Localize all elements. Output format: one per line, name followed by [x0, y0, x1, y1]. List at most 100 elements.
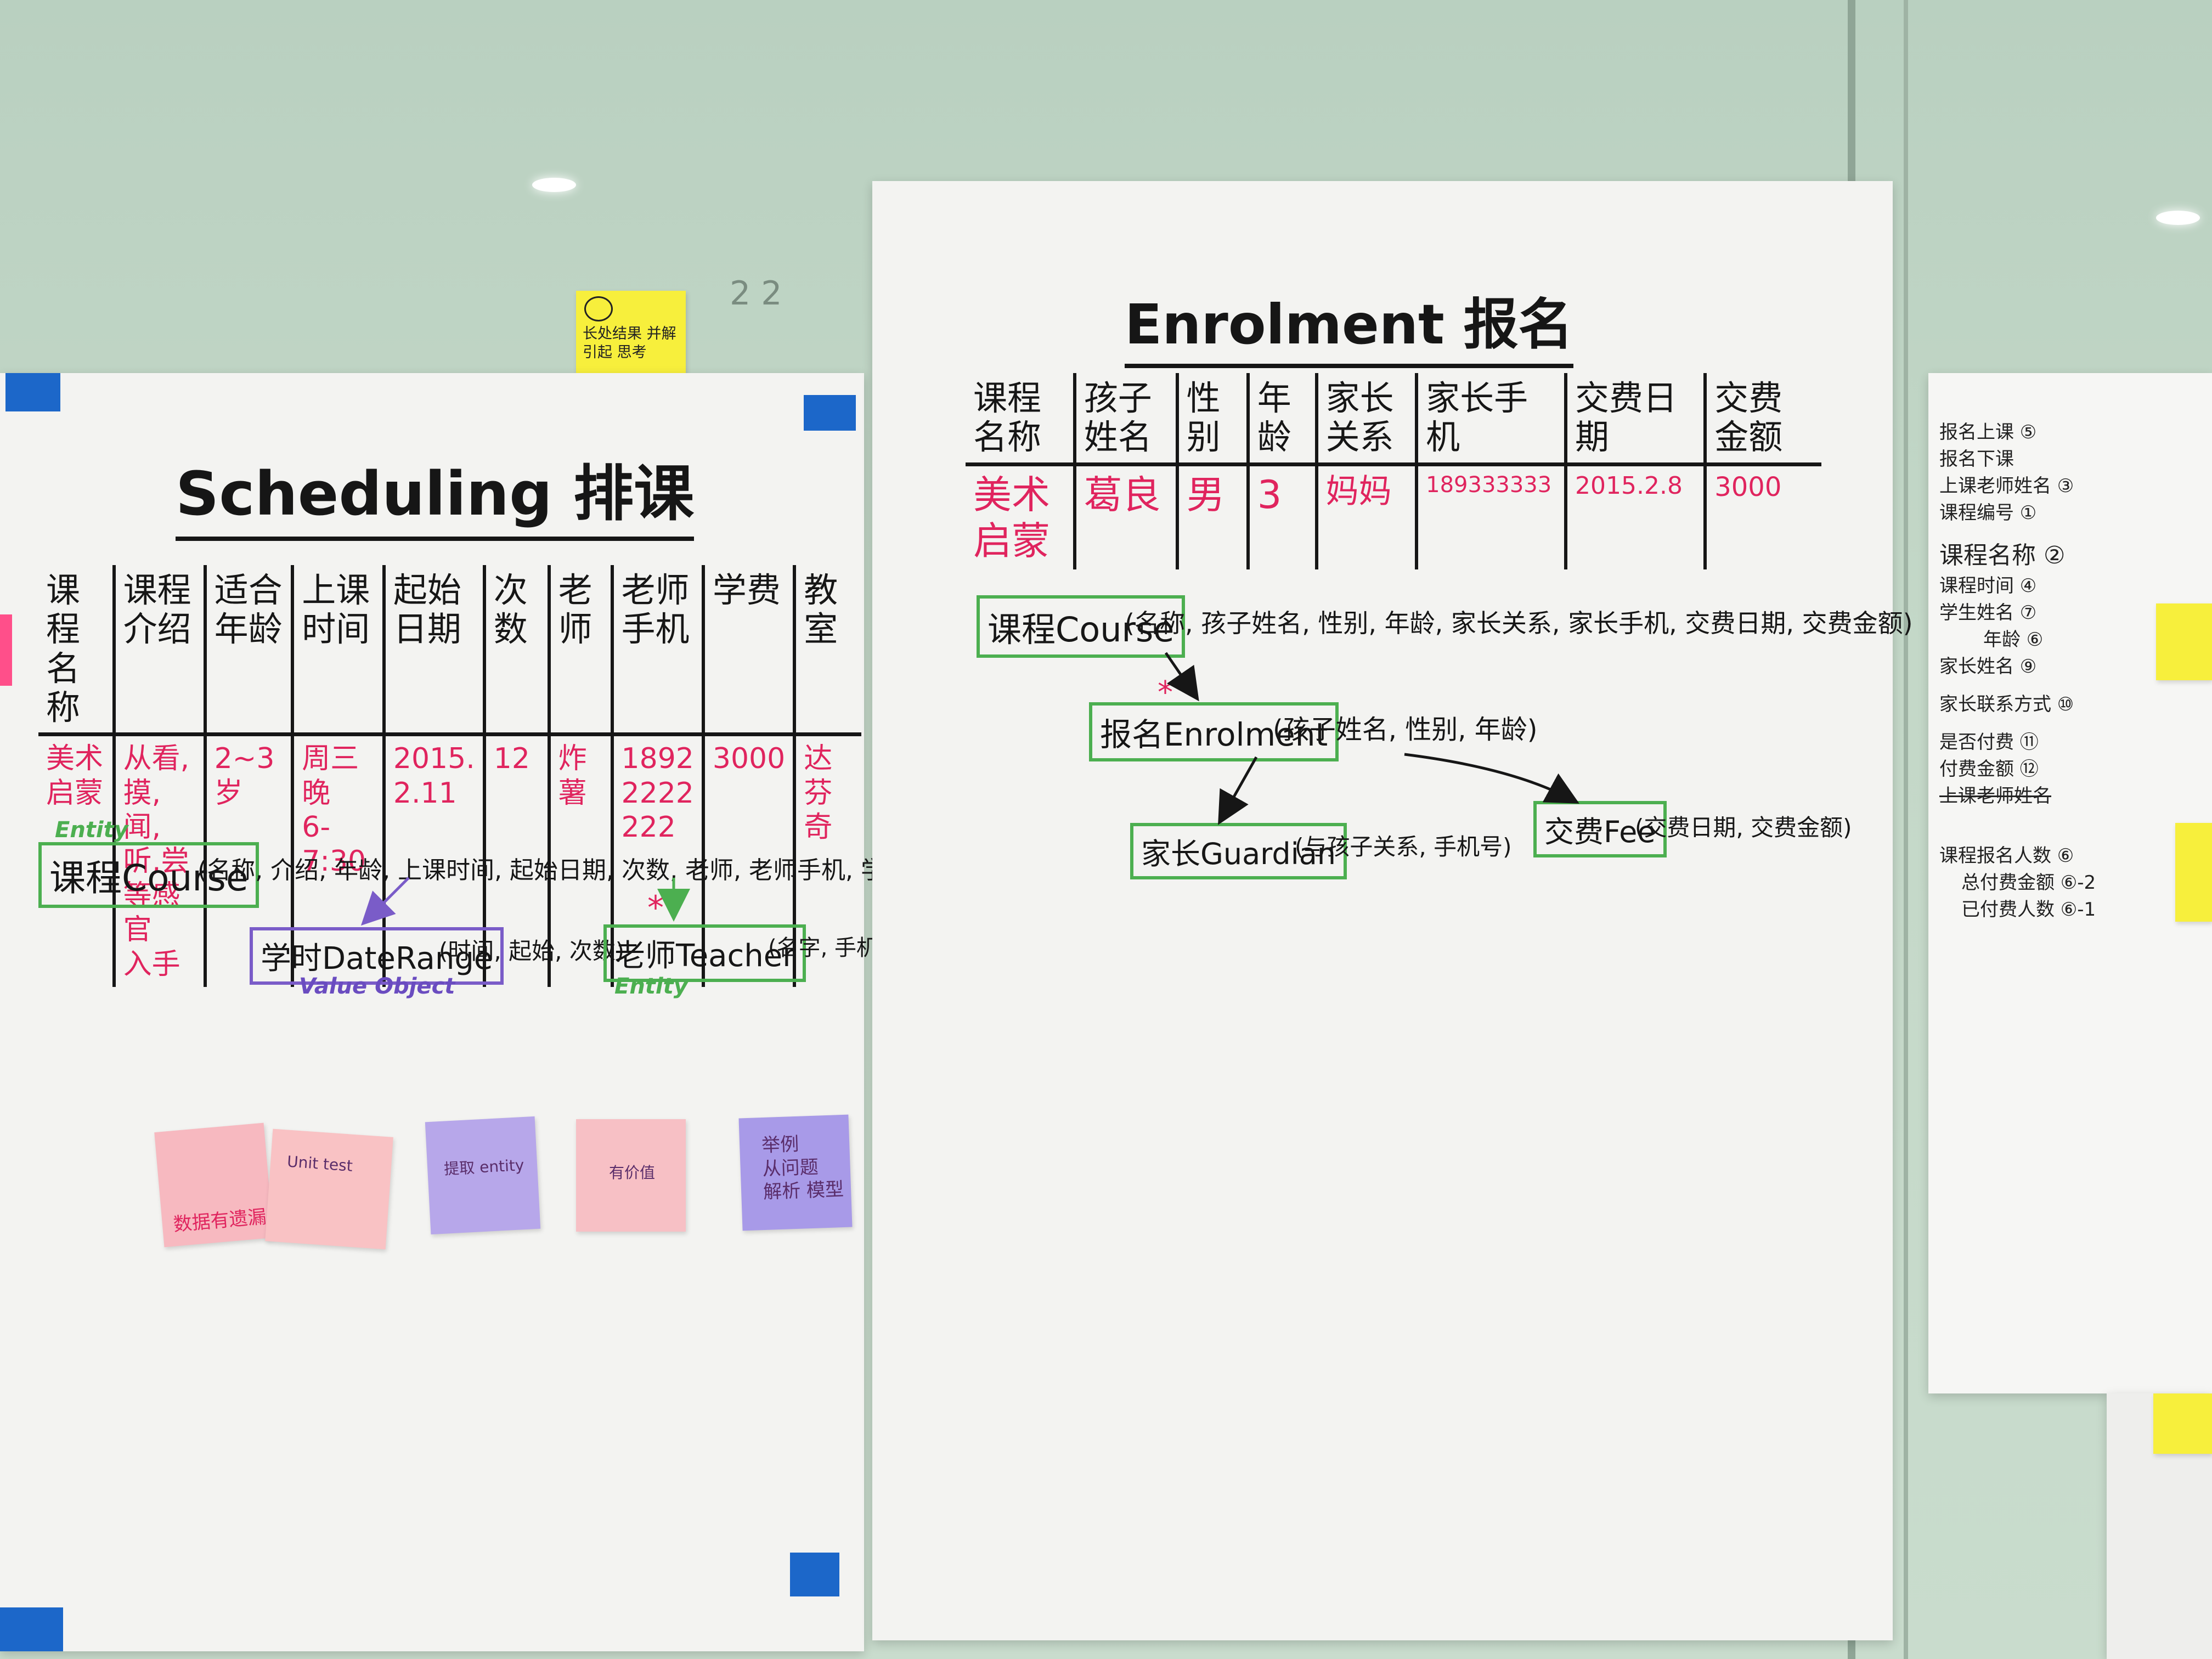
list-item: 总付费金额 ⑥-2	[1961, 872, 2096, 894]
column-header: 教室	[793, 565, 861, 737]
column-header: 性别	[1175, 373, 1248, 466]
table-cell: 达芬奇	[793, 734, 861, 987]
list-item: 上课老师姓名 ③	[1939, 475, 2074, 497]
list-item: 年龄 ⑥	[1983, 629, 2044, 651]
list-item: 付费金额 ⑫	[1939, 758, 2039, 780]
enrolment-table: 课程名称 孩子姓名 性别 年龄 家长关系 家长手机 交费日期 交费金额 美术启蒙…	[966, 373, 1821, 569]
teacher-attributes: (名字, 手机)	[768, 935, 887, 961]
course-attributes: (名称, 孩子姓名, 性别, 年龄, 家长关系, 家长手机, 交费日期, 交费金…	[1125, 608, 1913, 638]
column-header: 老师	[547, 565, 612, 737]
smiley-icon	[584, 296, 613, 321]
list-item: 学生姓名 ⑦	[1939, 602, 2037, 624]
daterange-attributes: (时间, 起始, 次数)	[439, 938, 625, 964]
sticky-note-yellow[interactable]: 长处结果 并解 引起 思考	[576, 291, 686, 387]
column-header: 起始 日期	[382, 565, 484, 737]
table-cell: 3000	[1703, 464, 1821, 569]
lower-partial-sheet	[2107, 1393, 2212, 1659]
column-header: 家长手机	[1415, 373, 1566, 466]
scheduling-title: Scheduling 排课	[176, 444, 695, 541]
list-item: 课程编号 ①	[1939, 502, 2037, 524]
list-item: 课程时间 ④	[1939, 575, 2037, 597]
wall-seam-secondary	[1904, 0, 1908, 1659]
list-item: 报名下课	[1939, 448, 2014, 470]
course-entity-box: 课程Course	[38, 842, 259, 908]
column-header: 交费日期	[1564, 373, 1706, 466]
guardian-attributes: (与孩子关系, 手机号)	[1295, 833, 1512, 860]
enrolment-to-guardian-arrow	[1218, 756, 1258, 825]
column-header: 家长关系	[1314, 373, 1417, 466]
column-header: 课程 介绍	[112, 565, 205, 737]
table-cell: 男	[1175, 464, 1248, 569]
table-header-row: 课程名称 孩子姓名 性别 年龄 家长关系 家长手机 交费日期 交费金额	[966, 373, 1821, 466]
tape-top-right	[804, 395, 856, 431]
list-item: 报名上课 ⑤	[1939, 421, 2037, 443]
table-cell: 葛良	[1073, 464, 1177, 569]
column-header: 年龄	[1246, 373, 1317, 466]
column-header: 孩子姓名	[1073, 373, 1177, 466]
list-item: 上课老师姓名	[1939, 785, 2051, 807]
scheduling-table: 课程 名称 课程 介绍 适合 年龄 上课 时间 起始 日期 次数 老师 老师 手…	[38, 565, 861, 987]
column-header: 上课 时间	[291, 565, 384, 737]
scheduling-poster: Scheduling 排课 课程 名称 课程 介绍 适合 年龄 上课 时间 起始…	[0, 373, 982, 1651]
list-item: 家长姓名 ⑨	[1939, 656, 2037, 678]
table-cell: 2015.2.8	[1564, 464, 1706, 569]
tape-bottom-left	[0, 1607, 63, 1651]
fee-attributes: (交费日期, 交费金额)	[1635, 814, 1852, 841]
list-item: 课程报名人数 ⑥	[1939, 845, 2074, 867]
enrolment-title: Enrolment 报名	[1125, 280, 1573, 368]
ceiling-light-reflection	[2156, 211, 2200, 225]
teacher-entity-tag: Entity	[614, 974, 688, 999]
wall-mark: 2 2	[730, 274, 782, 313]
sticky-note-text: 长处结果 并解 引起 思考	[583, 325, 676, 361]
table-cell: 12	[482, 734, 549, 987]
teacher-entity-box: 老师Teacher	[603, 924, 806, 982]
column-header: 课程名称	[966, 373, 1075, 466]
course-entity-box: 课程Course	[977, 595, 1186, 658]
enrolment-entity-box: 报名Enrolment	[1089, 702, 1339, 761]
table-cell: 3000	[701, 734, 795, 987]
tape-top-left	[5, 373, 60, 411]
table-cell: 周三晚 6-7:30	[291, 734, 384, 987]
course-to-enrolment-arrow	[1164, 652, 1199, 702]
course-entity-tag: Entity	[55, 817, 128, 843]
column-header: 交费金额	[1703, 373, 1821, 466]
requirements-list: 报名上课 ⑤ 报名下课 上课老师姓名 ③ 课程编号 ① 课程名称 ② 课程时间 …	[1939, 417, 2096, 921]
list-item: 家长联系方式 ⑩	[1939, 693, 2074, 715]
value-object-tag: Value Object	[299, 974, 455, 999]
table-row: 美术启蒙 从看,摸,闻, 听,尝等感官 入手 2~3岁 周三晚 6-7:30 2…	[38, 734, 861, 987]
enrolment-attributes: (孩子姓名, 性别, 年龄)	[1273, 714, 1538, 745]
table-cell: 炸 薯	[547, 734, 612, 987]
enrolment-to-fee-arrow	[1404, 753, 1579, 804]
sticky-note-yellow[interactable]	[2156, 603, 2212, 680]
sticky-note-pink[interactable]: 有价值	[576, 1119, 686, 1232]
requirements-list-sheet: 报名上课 ⑤ 报名下课 上课老师姓名 ③ 课程编号 ① 课程名称 ② 课程时间 …	[1928, 373, 2212, 1393]
course-attributes: (名称, 介绍, 年龄, 上课时间, 起始日期, 次数, 老师, 老师手机, 学…	[198, 856, 983, 884]
list-item: 课程名称 ②	[1939, 541, 2066, 569]
table-cell: 3	[1246, 464, 1317, 569]
table-header-row: 课程 名称 课程 介绍 适合 年龄 上课 时间 起始 日期 次数 老师 老师 手…	[38, 565, 861, 737]
table-cell: 美术启蒙	[973, 472, 1050, 563]
column-header: 老师 手机	[610, 565, 703, 737]
table-cell: 2~3岁	[203, 734, 293, 987]
tape-bottom-right	[790, 1553, 839, 1596]
column-header: 次数	[482, 565, 549, 737]
sticky-note-yellow[interactable]	[2175, 823, 2212, 922]
list-item: 是否付费 ⑪	[1939, 731, 2039, 753]
column-header: 适合 年龄	[203, 565, 293, 737]
table-cell: 妈妈	[1314, 464, 1417, 569]
ceiling-light-reflection	[532, 178, 576, 192]
sticky-note-yellow[interactable]	[2153, 1393, 2212, 1454]
guardian-entity-box: 家长Guardian	[1130, 823, 1347, 879]
column-header: 学费	[701, 565, 795, 737]
sticky-note-text: 有价值	[609, 1164, 656, 1182]
column-header: 课程 名称	[38, 565, 114, 737]
list-item: 已付费人数 ⑥-1	[1961, 899, 2096, 921]
enrolment-poster: Enrolment 报名 课程名称 孩子姓名 性别 年龄 家长关系 家长手机 交…	[872, 181, 1913, 1640]
table-cell: 美术启蒙	[46, 742, 104, 810]
fee-entity-box: 交费Fee	[1533, 801, 1667, 857]
table-cell: 2015. 2.11	[382, 734, 484, 987]
table-row: 美术启蒙 葛良 男 3 妈妈 189333333 2015.2.8 3000	[966, 464, 1821, 569]
table-cell: 从看,摸,闻, 听,尝等感官 入手	[112, 734, 205, 987]
course-to-daterange-arrow	[360, 877, 410, 926]
